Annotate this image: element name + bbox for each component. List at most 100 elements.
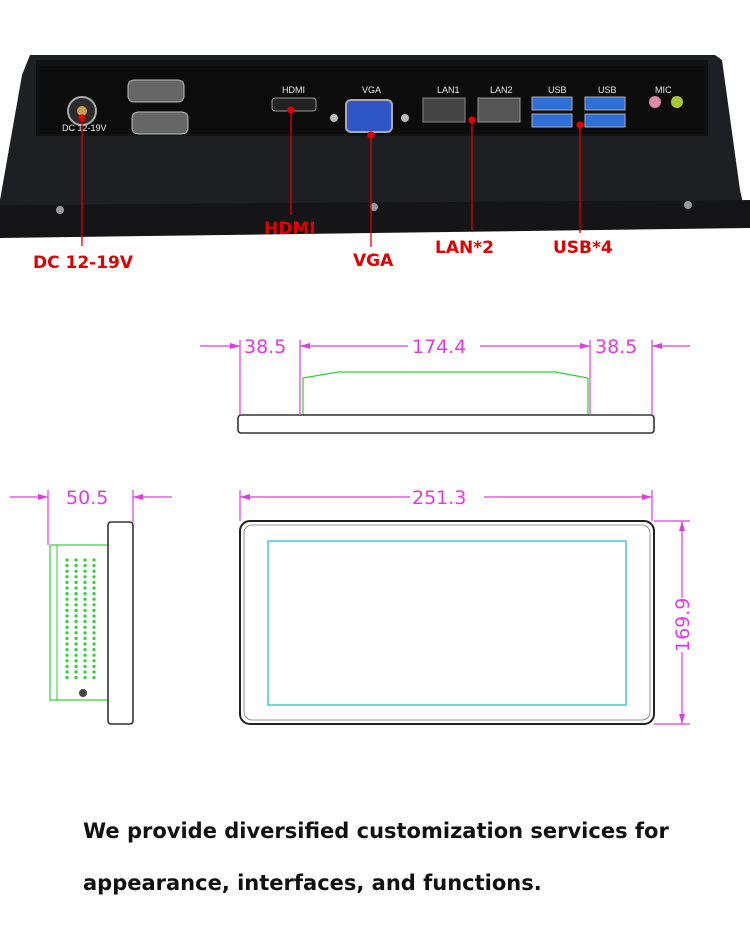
- vent-dot: [74, 636, 78, 641]
- callout-lines: [78, 106, 584, 247]
- usb-port-icon: [584, 96, 626, 111]
- vent-dot: [74, 664, 78, 669]
- vent-dot: [65, 670, 69, 674]
- vent-dot: [92, 597, 96, 601]
- vent-dot: [83, 569, 87, 573]
- audio-jack-icon: [671, 96, 683, 108]
- vent-dot: [83, 580, 87, 585]
- port-label-lan1: LAN1: [437, 85, 460, 95]
- vent-dot: [92, 636, 96, 641]
- port-label-dc: DC 12-19V: [62, 123, 107, 133]
- callout-lan: LAN*2: [435, 238, 494, 258]
- dimension-top-left: 38.5: [244, 336, 286, 358]
- vent-dot: [92, 659, 96, 663]
- vent-dot: [74, 558, 78, 562]
- port-label-lan2: LAN2: [490, 85, 513, 95]
- vent-dot: [65, 648, 69, 652]
- lan2-port-icon: [477, 97, 521, 123]
- vent-dot: [83, 564, 87, 568]
- screen-area: [267, 540, 627, 706]
- vent-dot: [65, 642, 69, 646]
- callout-usb: USB*4: [553, 238, 613, 258]
- vent-dot: [92, 676, 96, 680]
- vent-dot: [83, 620, 87, 624]
- serial-port-icon: [131, 111, 189, 135]
- vent-dot: [92, 653, 96, 657]
- vent-dot: [92, 575, 96, 579]
- device-rear-photo: HDMI VGA LAN1 LAN2 USB USB MIC DC 12-19V: [0, 55, 750, 238]
- vent-dot: [65, 631, 69, 635]
- usb-port-icon: [584, 113, 626, 128]
- vent-dot: [74, 575, 78, 579]
- vent-dot: [74, 659, 78, 663]
- dimension-top-right: 38.5: [595, 336, 637, 358]
- vent-dot: [83, 636, 87, 641]
- vent-dot: [83, 558, 87, 562]
- side-view-drawing: [10, 490, 172, 725]
- vent-dot: [92, 670, 96, 674]
- vent-dot: [92, 648, 96, 652]
- port-label-vga: VGA: [362, 85, 381, 95]
- vent-dot: [65, 676, 69, 680]
- dimension-depth: 50.5: [66, 487, 108, 509]
- vent-dot: [74, 676, 78, 680]
- vent-dot: [83, 631, 87, 635]
- vent-dot: [74, 580, 78, 585]
- mic-jack-icon: [649, 96, 661, 108]
- vent-dot: [65, 569, 69, 573]
- callout-vga: VGA: [353, 251, 394, 271]
- vent-dot: [92, 569, 96, 573]
- vent-dot: [65, 664, 69, 669]
- dimension-top-middle: 174.4: [412, 336, 466, 358]
- port-label-usb-1: USB: [548, 85, 567, 95]
- port-label-hdmi: HDMI: [282, 85, 305, 95]
- vent-dot: [74, 597, 78, 601]
- vent-dot: [83, 614, 87, 618]
- vent-dot: [65, 608, 69, 613]
- vent-dot: [92, 564, 96, 568]
- vent-dot: [74, 620, 78, 624]
- callout-hdmi: HDMI: [264, 219, 316, 239]
- top-view-drawing: [200, 340, 690, 434]
- vent-dot: [65, 659, 69, 663]
- vent-dot: [65, 564, 69, 568]
- vent-dot: [65, 603, 69, 607]
- vent-dot: [74, 603, 78, 607]
- vent-dot: [65, 580, 69, 585]
- vent-dot: [92, 586, 96, 590]
- vent-dot: [74, 625, 78, 629]
- front-view-drawing: [239, 490, 690, 725]
- vent-dot: [65, 614, 69, 618]
- vent-dot: [83, 608, 87, 613]
- callout-dc: DC 12-19V: [33, 253, 134, 273]
- vent-dot: [65, 653, 69, 657]
- vent-dot: [74, 670, 78, 674]
- vent-dot: [92, 558, 96, 562]
- vent-dot: [74, 631, 78, 635]
- vga-port-icon: [345, 99, 393, 133]
- vent-dot: [83, 664, 87, 669]
- vent-dot: [65, 636, 69, 641]
- vent-dot: [65, 620, 69, 624]
- vent-dot: [65, 558, 69, 562]
- vent-dot: [83, 586, 87, 590]
- vent-dot: [74, 564, 78, 568]
- vent-dot: [74, 653, 78, 657]
- dimension-height: 169.9: [672, 598, 694, 652]
- vent-dot: [83, 659, 87, 663]
- vent-dot: [83, 625, 87, 629]
- vent-dot: [83, 642, 87, 646]
- vent-dot: [83, 597, 87, 601]
- usb-port-icon: [531, 113, 573, 128]
- vent-dot: [83, 603, 87, 607]
- usb-port-icon: [531, 96, 573, 111]
- vent-dot: [65, 592, 69, 596]
- vent-dot: [74, 614, 78, 618]
- vent-dot: [83, 670, 87, 674]
- vent-dot: [92, 603, 96, 607]
- vent-dot: [92, 614, 96, 618]
- vent-dot: [74, 569, 78, 573]
- vent-dot: [74, 648, 78, 652]
- vent-dot: [92, 580, 96, 585]
